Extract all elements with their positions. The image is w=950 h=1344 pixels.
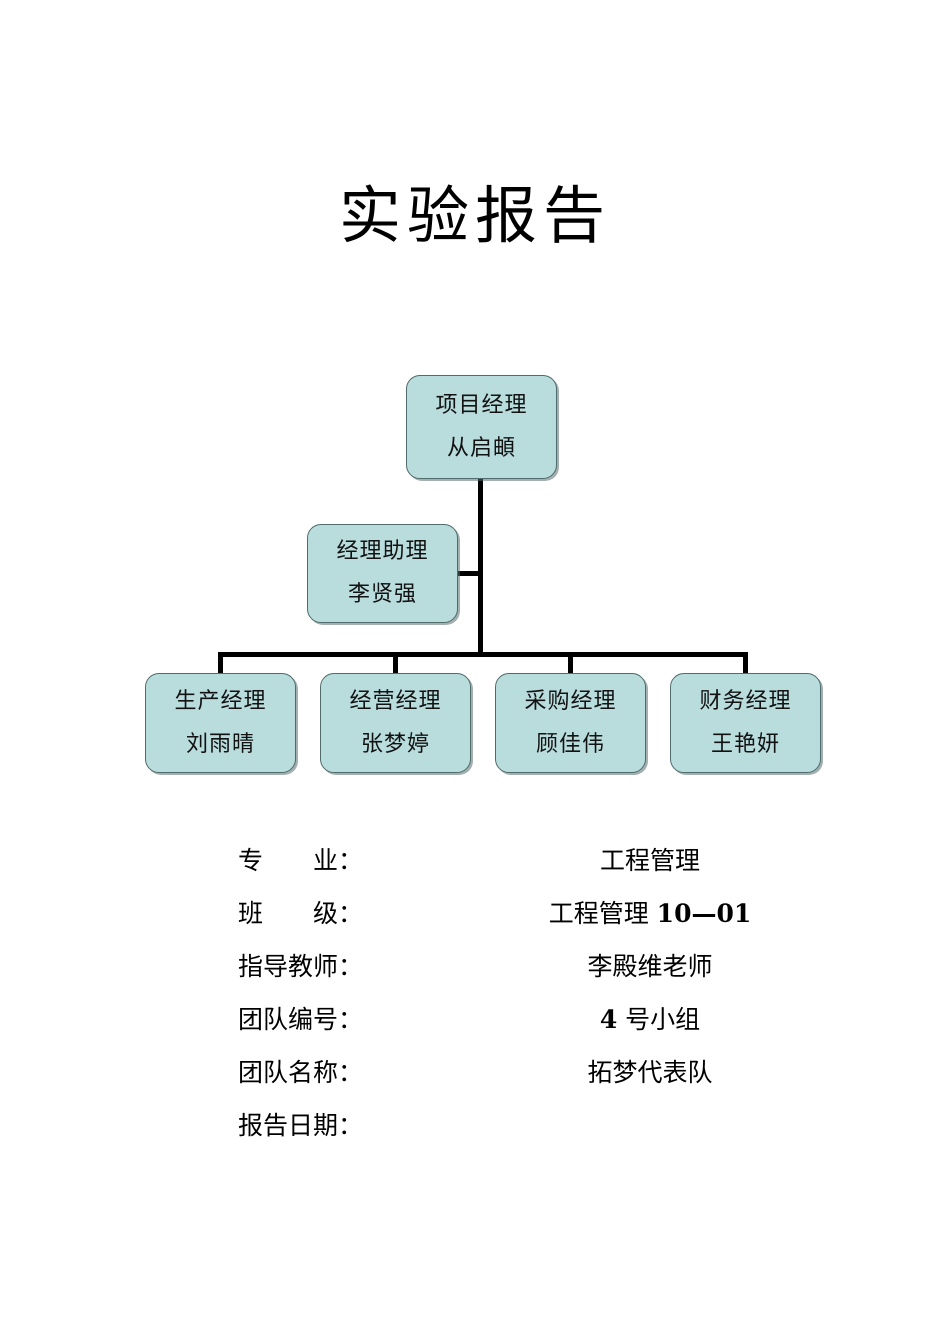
org-node-name: 张梦婷 (360, 731, 430, 757)
page-title: 实验报告 (338, 179, 611, 252)
org-node-project-manager: 项目经理 从启頔 (406, 375, 557, 479)
info-value: 4 号小组 (599, 1004, 701, 1034)
info-row-team-name: 团队名称： 拓梦代表队 (0, 1046, 950, 1099)
org-node-finance-manager: 财务经理 王艳妍 (670, 673, 821, 773)
info-label: 班 级： (238, 898, 364, 928)
info-row-team-number: 团队编号： 4 号小组 (0, 993, 950, 1046)
info-row-report-date: 报告日期： (0, 1099, 950, 1152)
org-node-name: 李贤强 (347, 582, 417, 607)
info-value: 拓梦代表队 (587, 1057, 713, 1087)
info-row-class: 班 级： 工程管理 10—01 (0, 887, 950, 940)
connector-drop-child-3 (743, 652, 748, 675)
info-value: 工程管理 (599, 845, 700, 875)
organization-chart: 项目经理 从启頔 经理助理 李贤强 生产经理 刘雨晴 经营经理 张梦婷 采购经理… (145, 375, 821, 773)
connector-children-bus (218, 652, 748, 657)
info-label: 报告日期： (238, 1110, 364, 1140)
info-label: 团队名称： (238, 1057, 364, 1087)
org-node-name: 刘雨晴 (185, 731, 255, 757)
connector-assistant-stub (458, 571, 480, 576)
info-label: 指导教师： (238, 951, 364, 981)
connector-drop-child-0 (218, 652, 223, 675)
info-value: 李殿维老师 (587, 951, 713, 981)
connector-drop-child-2 (568, 652, 573, 675)
org-node-procurement-manager: 采购经理 顾佳伟 (495, 673, 646, 773)
org-node-title: 经理助理 (336, 539, 429, 564)
connector-root-trunk (478, 479, 483, 656)
org-node-title: 生产经理 (174, 688, 267, 714)
connector-drop-child-1 (393, 652, 398, 675)
org-node-name: 王艳妍 (710, 731, 780, 757)
info-label: 专 业： (238, 845, 364, 875)
org-node-operations-manager: 经营经理 张梦婷 (320, 673, 471, 773)
org-node-title: 经营经理 (349, 688, 442, 714)
org-node-manager-assistant: 经理助理 李贤强 (307, 524, 458, 623)
org-node-title: 项目经理 (435, 392, 528, 418)
org-node-title: 财务经理 (699, 688, 792, 714)
org-node-name: 从启頔 (446, 435, 516, 461)
info-value: 工程管理 10—01 (548, 898, 752, 928)
org-node-title: 采购经理 (524, 688, 617, 714)
info-label: 团队编号： (238, 1004, 364, 1034)
report-info-list: 专 业： 工程管理 班 级： 工程管理 10—01 指导教师： 李殿维老师 团队… (0, 834, 950, 1152)
org-node-name: 顾佳伟 (535, 731, 605, 757)
info-row-major: 专 业： 工程管理 (0, 834, 950, 887)
org-node-production-manager: 生产经理 刘雨晴 (145, 673, 296, 773)
info-row-instructor: 指导教师： 李殿维老师 (0, 940, 950, 993)
